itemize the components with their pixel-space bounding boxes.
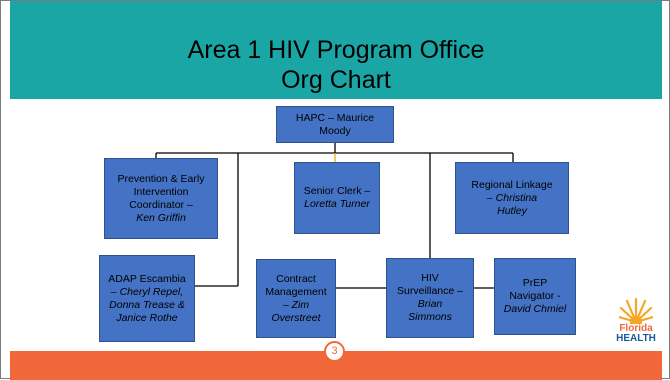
node-prevention-line: Coordinator – — [129, 198, 193, 211]
logo-text-florida: Florida — [619, 323, 653, 334]
node-senior-clerk: Senior Clerk – Loretta Turner — [294, 162, 380, 234]
node-regional-line: Regional Linkage — [471, 178, 553, 191]
slide-title: Area 1 HIV Program Office Org Chart — [10, 35, 662, 95]
node-surveillance-line: Surveillance – — [397, 285, 463, 297]
node-surveillance-line: HIV — [421, 272, 439, 284]
node-prep-line: Navigator - — [509, 290, 561, 302]
node-prevention-name: Ken Griffin — [136, 211, 186, 224]
slide-title-line1: Area 1 HIV Program Office — [187, 36, 485, 64]
node-prevention-line: Intervention — [133, 185, 189, 198]
node-regional-linkage: Regional Linkage – Christina Hutley — [455, 162, 569, 234]
node-regional-name: Hutley — [497, 204, 527, 217]
node-adap-name: – Cheryl Repel, — [110, 285, 184, 298]
node-contract: Contract Management – Zim Overstreet — [256, 259, 336, 338]
florida-health-logo: Florida HEALTH — [611, 296, 661, 348]
node-senior-clerk-line: Senior Clerk – — [303, 185, 371, 197]
node-prep: PrEP Navigator - David Chmiel — [494, 258, 576, 335]
node-surveillance-name: Simmons — [408, 311, 452, 323]
sun-icon — [619, 297, 653, 324]
node-prevention: Prevention & Early Intervention Coordina… — [104, 158, 218, 239]
node-surveillance-name: Brian — [417, 298, 443, 310]
slide-title-line2: Org Chart — [281, 66, 391, 94]
title-band: Area 1 HIV Program Office Org Chart — [10, 1, 662, 99]
node-adap: ADAP Escambia – Cheryl Repel, Donna Trea… — [99, 255, 195, 342]
node-regional-name: – Christina — [486, 191, 538, 204]
node-prep-name: David Chmiel — [503, 303, 567, 315]
node-contract-name: – Zim — [282, 298, 310, 311]
node-adap-name: Janice Rothe — [116, 311, 178, 324]
node-prep-line: PrEP — [522, 277, 548, 289]
node-contract-name: Overstreet — [271, 311, 321, 324]
node-prevention-line: Prevention & Early — [117, 172, 205, 185]
page-number: 3 — [324, 341, 345, 362]
logo-text-health: HEALTH — [616, 333, 656, 344]
node-hapc-line: Moody — [319, 124, 351, 137]
node-hapc: HAPC – Maurice Moody — [276, 106, 394, 143]
node-adap-line: ADAP Escambia — [108, 272, 186, 285]
node-hapc-line: HAPC – Maurice — [295, 111, 375, 124]
node-adap-name: Donna Trease & — [109, 298, 185, 311]
node-senior-clerk-name: Loretta Turner — [304, 198, 370, 210]
node-surveillance: HIV Surveillance – Brian Simmons — [386, 258, 474, 338]
node-contract-line: Management — [265, 285, 327, 298]
node-contract-line: Contract — [276, 272, 316, 285]
